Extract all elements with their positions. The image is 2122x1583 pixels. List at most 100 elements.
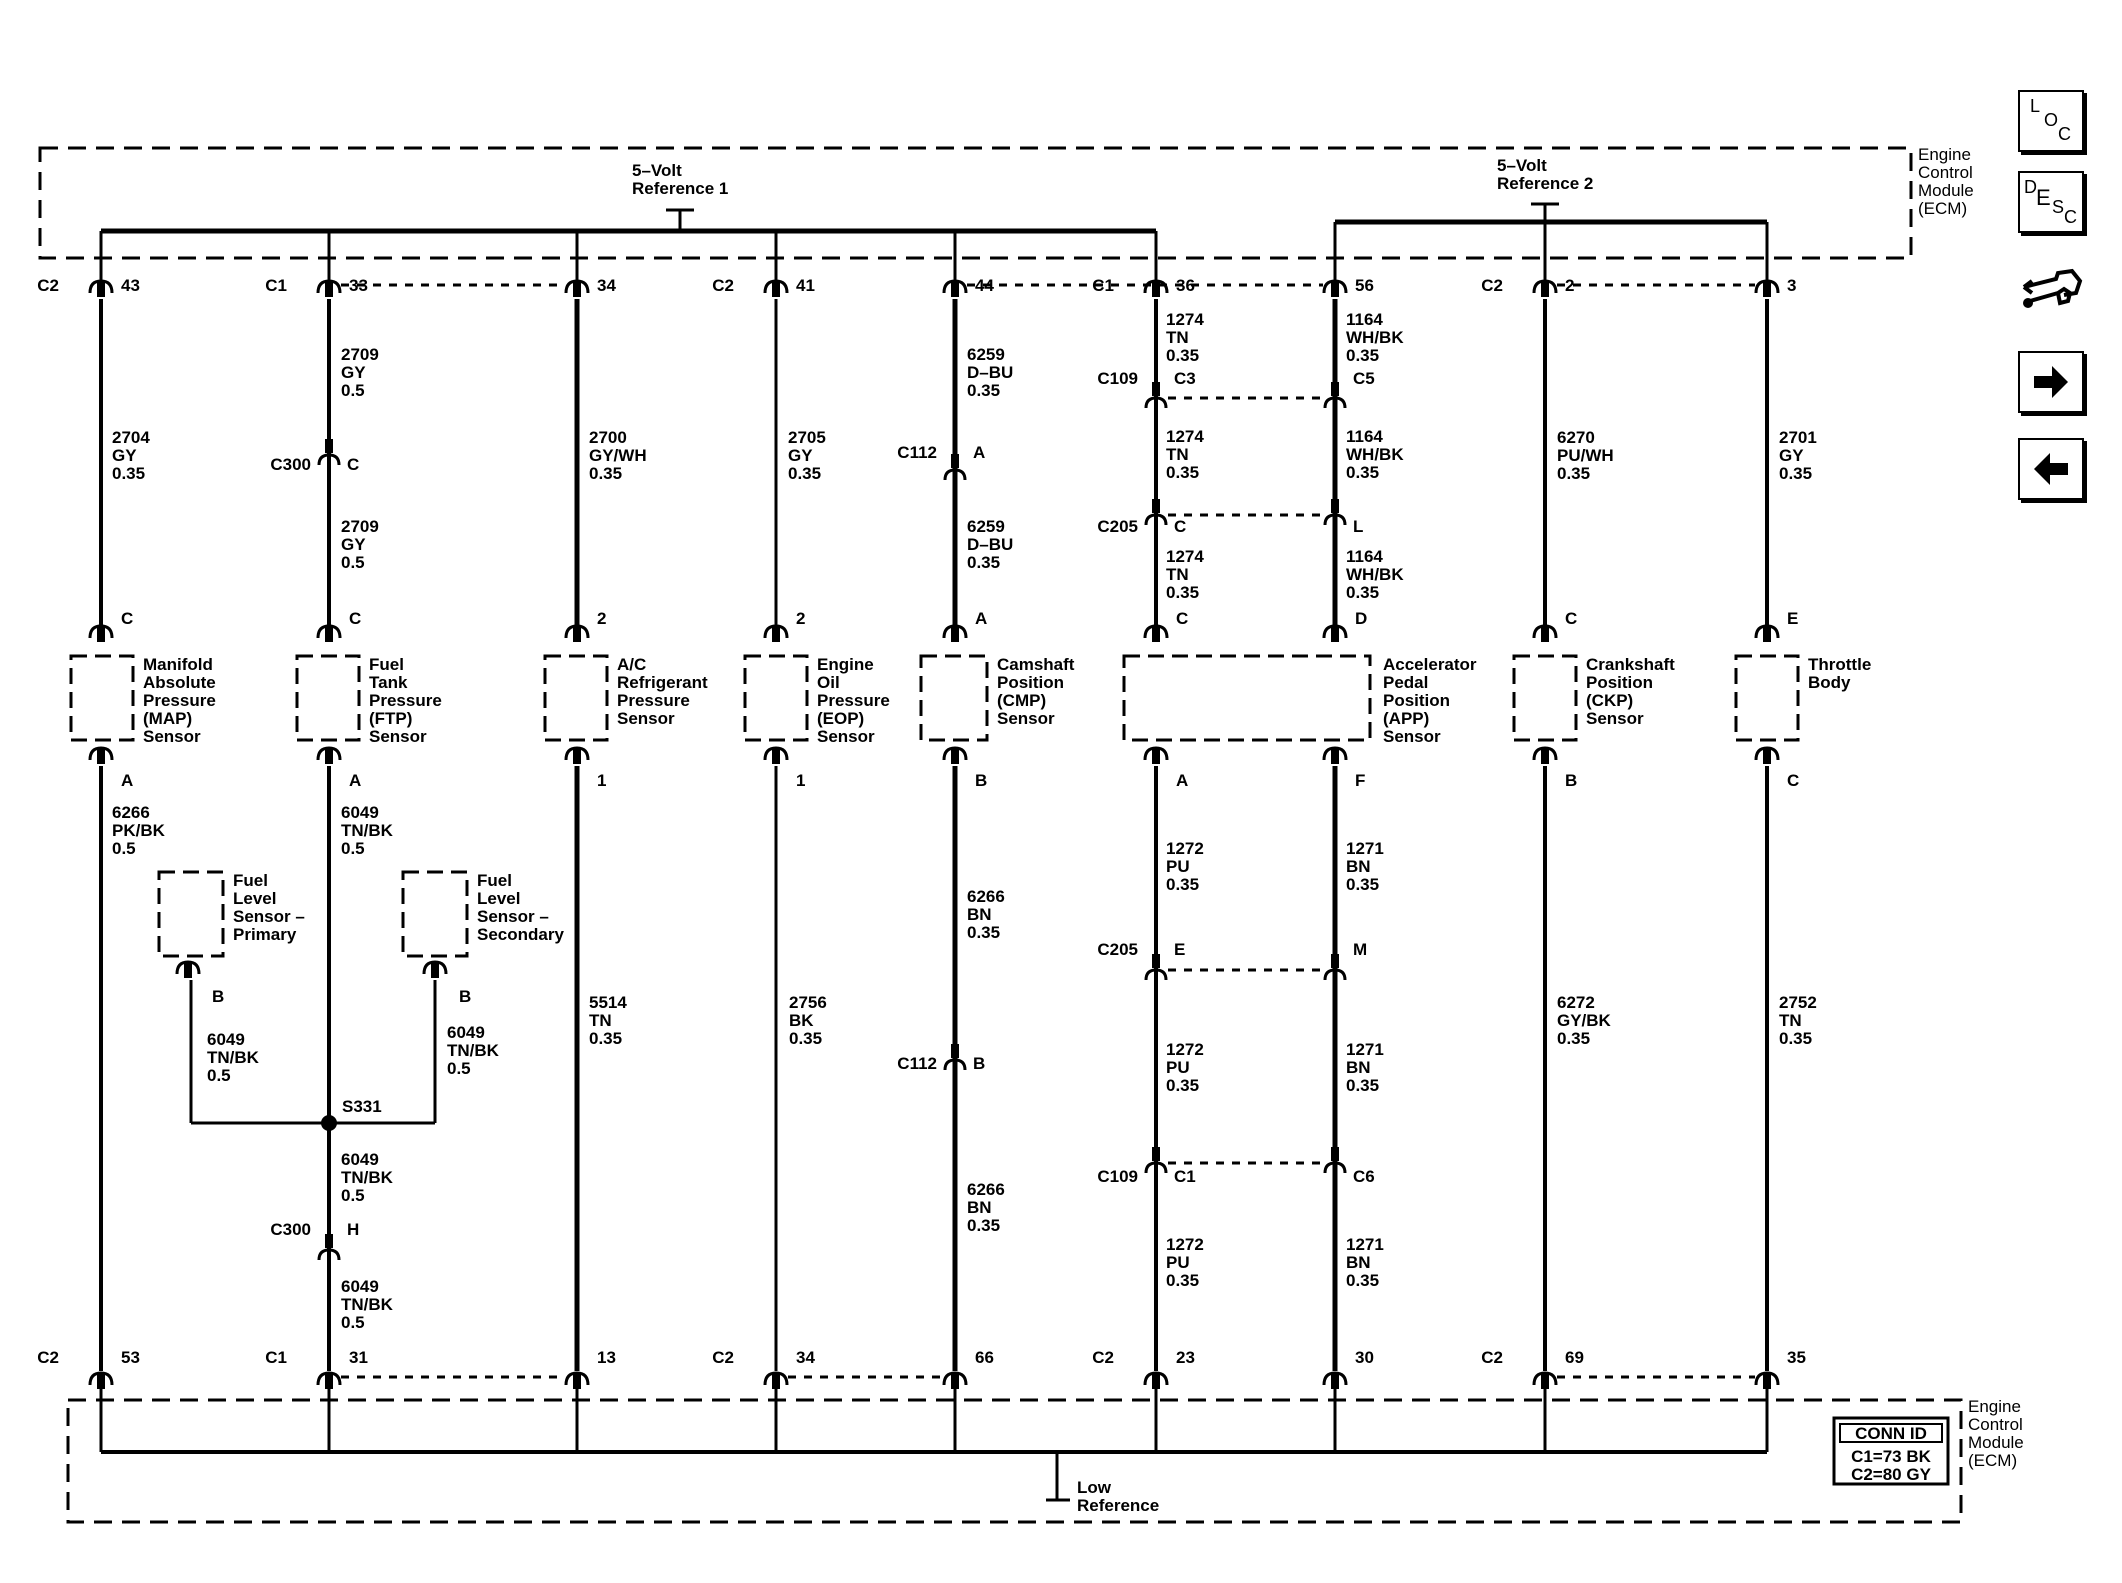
inline-connector-pin: C <box>347 455 359 474</box>
sensor-top-pin: C <box>121 609 133 628</box>
inline-connector-pin: C1 <box>1174 1167 1196 1186</box>
loc-button[interactable]: L O C <box>2018 90 2084 152</box>
inline-connector-pin: L <box>1353 517 1363 536</box>
bottom-pin-connector: C2 <box>1092 1348 1114 1367</box>
wire-label: 0.35 <box>789 1029 822 1048</box>
fuel-level-sensor-name: Level <box>233 889 276 908</box>
wire-label: 6270 <box>1557 428 1595 447</box>
inline-connector-pin: C3 <box>1174 369 1196 388</box>
conn-id-box <box>1832 1416 1950 1486</box>
sensor-box <box>69 654 135 742</box>
wire-label: 6259 <box>967 345 1005 364</box>
ref2-label: Reference 2 <box>1497 174 1593 193</box>
wire-label: BN <box>1346 857 1371 876</box>
desc-button[interactable]: D E S C <box>2018 171 2084 233</box>
inline-connector <box>943 468 967 481</box>
sensor-name: Camshaft <box>997 655 1075 674</box>
wire-label: 0.35 <box>967 553 1000 572</box>
inline-connector <box>1144 968 1168 981</box>
sensor-box <box>1122 654 1372 742</box>
wire-label: BK <box>789 1011 814 1030</box>
sensor-name: A/C <box>617 655 646 674</box>
inline-connector-id: C112 <box>897 1054 937 1073</box>
wire-label: 0.35 <box>1346 1076 1379 1095</box>
bottom-pin-number: 53 <box>121 1348 140 1367</box>
wire-label: TN/BK <box>447 1041 500 1060</box>
wire-label: 6049 <box>341 1277 379 1296</box>
sensor-top-pin: A <box>975 609 987 628</box>
inline-connector-pin: B <box>973 1054 985 1073</box>
wire-label: 0.5 <box>447 1059 471 1078</box>
inline-connector-pin: H <box>347 1220 359 1239</box>
sensor-name: (MAP) <box>143 709 192 728</box>
ecm-label-bottom: Control <box>1968 1415 2023 1434</box>
wire-label: 0.35 <box>1346 463 1379 482</box>
wire-label: GY/BK <box>1557 1011 1612 1030</box>
wire-label: 0.35 <box>1346 1271 1379 1290</box>
top-pin-connector: C1 <box>1092 276 1114 295</box>
wire-label: WH/BK <box>1346 328 1404 347</box>
wire-label: 1274 <box>1166 547 1204 566</box>
conn-id-title: CONN ID <box>1855 1424 1927 1443</box>
bottom-pin-number: 66 <box>975 1348 994 1367</box>
wire-label: BN <box>1346 1253 1371 1272</box>
sensor-box <box>743 654 809 742</box>
wire-label: PU <box>1166 1058 1190 1077</box>
bottom-pin-number: 13 <box>597 1348 616 1367</box>
wire-label: 0.5 <box>341 1313 365 1332</box>
wire-label: 6049 <box>207 1030 245 1049</box>
sensor-name: (EOP) <box>817 709 864 728</box>
wire-label: 0.35 <box>589 464 622 483</box>
top-pin-number: 43 <box>121 276 140 295</box>
wire-label: GY <box>341 363 366 382</box>
inline-connector-pin: E <box>1174 940 1185 959</box>
sensor-name: Engine <box>817 655 874 674</box>
top-pin-connector: C2 <box>1481 276 1503 295</box>
sensor-top-pin: 2 <box>597 609 606 628</box>
wire-label: 0.5 <box>112 839 136 858</box>
wire-label: GY <box>1779 446 1804 465</box>
ecm-bottom-box <box>66 1398 1963 1524</box>
wire-label: 0.5 <box>341 553 365 572</box>
wire-label: 1271 <box>1346 839 1384 858</box>
wire-label: 0.35 <box>1557 1029 1590 1048</box>
next-button[interactable] <box>2018 351 2084 413</box>
sensor-name: (FTP) <box>369 709 412 728</box>
low-ref-label: Reference <box>1077 1496 1159 1515</box>
bottom-pin-number: 23 <box>1176 1348 1195 1367</box>
wire-label: 0.35 <box>1166 583 1199 602</box>
wire-label: 1164 <box>1346 310 1383 329</box>
sensor-box <box>1734 654 1800 742</box>
wire-label: 0.35 <box>788 464 821 483</box>
inline-connector-pin: C6 <box>1353 1167 1375 1186</box>
wire-label: 1164 <box>1346 547 1383 566</box>
arrow-right-icon <box>2034 366 2068 398</box>
wire-label: 1164 <box>1346 427 1383 446</box>
wire-label: WH/BK <box>1346 445 1404 464</box>
sensor-box <box>295 654 361 742</box>
inline-connector-pin: A <box>973 443 985 462</box>
fuel-level-sensor-name: Secondary <box>477 925 564 944</box>
bottom-pin-connector: C2 <box>712 1348 734 1367</box>
sensor-name: Position <box>1586 673 1653 692</box>
wire-label: TN/BK <box>341 1295 394 1314</box>
sensor-name: Absolute <box>143 673 216 692</box>
sensor-name: Fuel <box>369 655 404 674</box>
fuel-level-sensor-box <box>401 870 469 958</box>
sensor-name: Position <box>1383 691 1450 710</box>
sensor-name: Position <box>997 673 1064 692</box>
wire-label: TN <box>1166 565 1189 584</box>
prev-button[interactable] <box>2018 438 2084 500</box>
sensor-name: (CMP) <box>997 691 1046 710</box>
wire-label: 6266 <box>967 887 1005 906</box>
sensor-top-pin: 2 <box>796 609 805 628</box>
ref1-label: Reference 1 <box>632 179 728 198</box>
wire-label: TN/BK <box>207 1048 260 1067</box>
fuel-level-sensor-name: Fuel <box>477 871 512 890</box>
loc-letter: O <box>2044 110 2059 130</box>
sensor-name: Sensor <box>617 709 675 728</box>
inline-connector-id: C205 <box>1097 940 1138 959</box>
schematic-button[interactable] <box>2018 255 2084 317</box>
wire-label: 1272 <box>1166 1040 1204 1059</box>
wire-label: BN <box>1346 1058 1371 1077</box>
